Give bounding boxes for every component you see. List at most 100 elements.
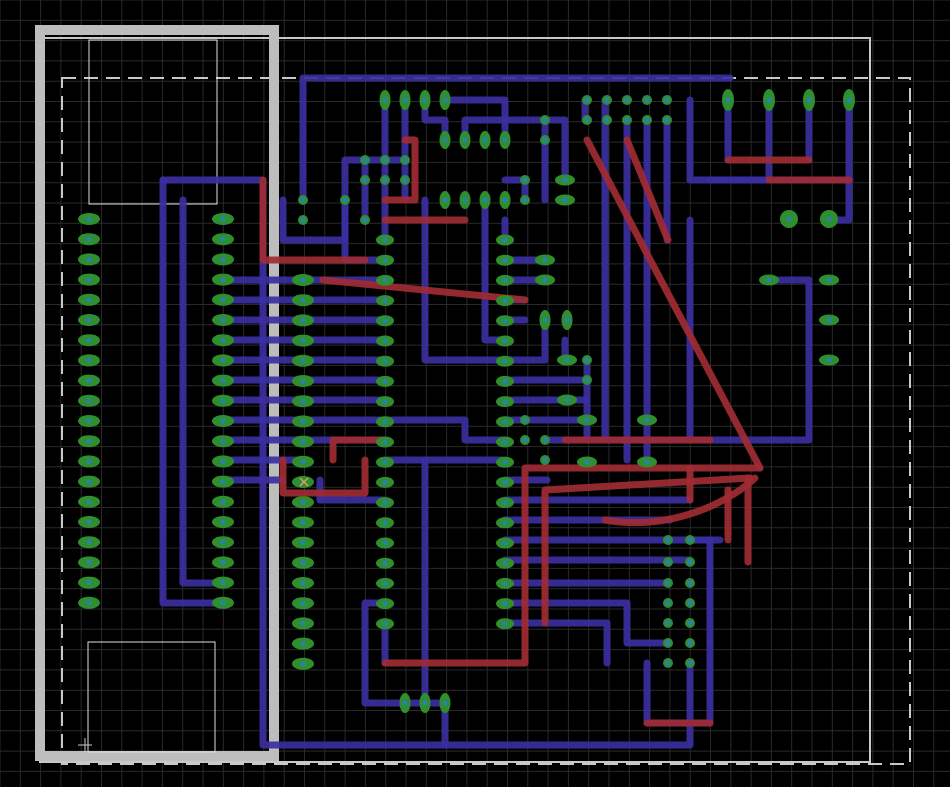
drill-hole <box>502 237 508 243</box>
drill-hole <box>86 398 92 404</box>
drill-hole <box>86 519 92 525</box>
drill-hole <box>220 236 226 242</box>
drill-hole <box>220 519 226 525</box>
drill-hole <box>382 277 388 283</box>
drill-hole <box>220 600 226 606</box>
drill-hole <box>542 457 548 463</box>
drill-hole <box>462 137 468 143</box>
drill-hole <box>220 337 226 343</box>
drill-hole <box>382 378 388 384</box>
drill-hole <box>826 317 832 323</box>
drill-hole <box>86 256 92 262</box>
top-trace <box>279 456 369 497</box>
drill-hole <box>502 419 508 425</box>
drill-hole <box>502 358 508 364</box>
drill-hole <box>300 297 306 303</box>
drill-hole <box>300 317 306 323</box>
drill-hole <box>687 620 693 626</box>
drill-hole <box>644 417 650 423</box>
crosshair-icon <box>78 738 92 752</box>
drill-hole <box>502 137 508 143</box>
drill-hole <box>687 559 693 565</box>
drill-hole <box>300 540 306 546</box>
drill-hole <box>725 97 731 103</box>
drill-hole <box>362 217 368 223</box>
drill-hole <box>382 338 388 344</box>
drill-hole <box>665 660 671 666</box>
drill-hole <box>382 419 388 425</box>
drill-hole <box>382 298 388 304</box>
bottom-trace <box>299 74 734 204</box>
drill-hole <box>542 257 548 263</box>
drill-hole <box>220 378 226 384</box>
drill-hole <box>687 580 693 586</box>
drill-hole <box>564 317 570 323</box>
drill-hole <box>382 439 388 445</box>
drill-hole <box>86 378 92 384</box>
drill-hole <box>220 438 226 444</box>
drill-hole <box>502 439 508 445</box>
drill-hole <box>584 459 590 465</box>
bottom-trace <box>461 116 569 184</box>
drill-hole <box>220 580 226 586</box>
drill-hole <box>86 317 92 323</box>
drill-hole <box>382 257 388 263</box>
drill-hole <box>382 540 388 546</box>
drill-hole <box>786 216 792 222</box>
drill-hole <box>502 399 508 405</box>
drill-hole <box>362 157 368 163</box>
drill-hole <box>300 197 306 203</box>
drill-hole <box>502 318 508 324</box>
drill-hole <box>220 297 226 303</box>
drill-hole <box>584 97 590 103</box>
drill-hole <box>382 318 388 324</box>
drill-hole <box>220 559 226 566</box>
drill-hole <box>542 117 548 123</box>
drill-hole <box>604 117 610 123</box>
drill-hole <box>300 398 306 404</box>
drill-hole <box>220 458 226 464</box>
bottom-trace <box>686 536 714 647</box>
drill-hole <box>542 437 548 443</box>
drill-hole <box>687 537 693 543</box>
drill-hole <box>300 600 306 606</box>
drill-hole <box>382 157 388 163</box>
top-trace <box>319 276 529 304</box>
drill-hole <box>665 559 671 565</box>
drill-hole <box>522 197 528 203</box>
drill-hole <box>442 197 448 203</box>
drill-hole <box>362 177 368 183</box>
drill-hole <box>522 417 528 423</box>
drill-hole <box>382 479 388 485</box>
component-pads <box>78 89 855 713</box>
drill-hole <box>300 378 306 384</box>
top-trace <box>381 464 764 667</box>
drill-hole <box>220 499 226 505</box>
drill-hole <box>502 621 508 627</box>
drill-hole <box>502 520 508 526</box>
drill-hole <box>442 97 448 103</box>
drill-hole <box>502 459 508 465</box>
drill-hole <box>826 357 832 363</box>
drill-hole <box>442 700 448 706</box>
drill-hole <box>220 539 226 545</box>
drill-hole <box>382 399 388 405</box>
drill-hole <box>382 560 388 566</box>
drill-hole <box>624 117 630 123</box>
drill-hole <box>665 640 671 646</box>
drill-hole <box>86 479 92 485</box>
drill-hole <box>300 519 306 526</box>
drill-hole <box>86 337 92 343</box>
x-cross-icon <box>299 477 309 487</box>
drill-hole <box>402 177 408 183</box>
drill-hole <box>300 620 306 627</box>
drill-hole <box>300 499 306 505</box>
drill-hole <box>382 621 388 627</box>
bottom-trace <box>441 96 509 144</box>
drill-hole <box>564 357 570 363</box>
drill-hole <box>300 217 306 223</box>
top-trace <box>259 176 369 264</box>
drill-hole <box>382 459 388 465</box>
drill-hole <box>342 197 348 203</box>
